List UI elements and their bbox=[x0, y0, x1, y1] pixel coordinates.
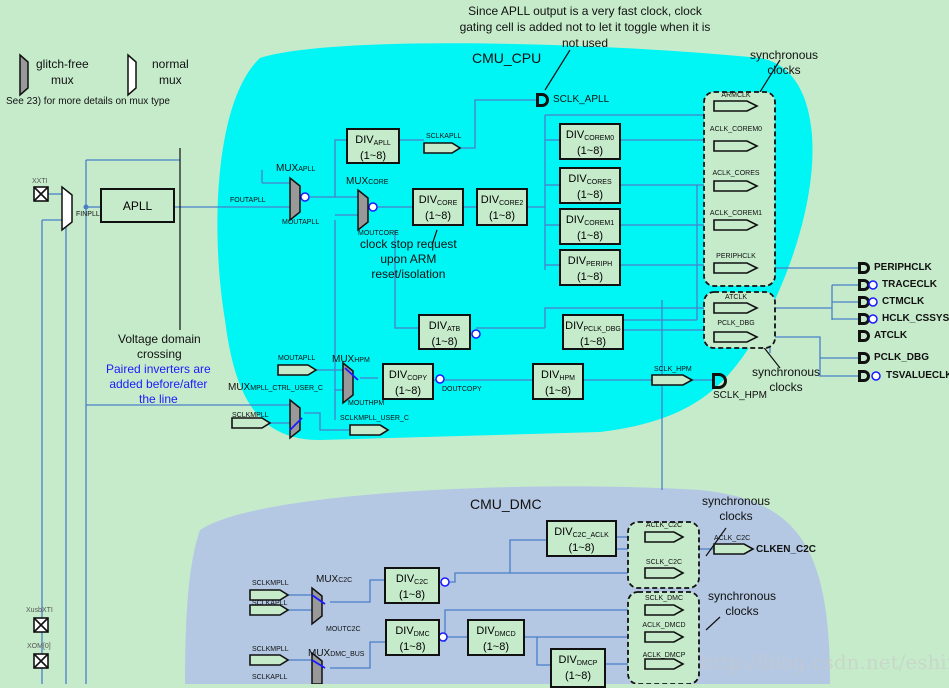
div-corem1-block[interactable]: DIVCOREM1(1~8) bbox=[559, 208, 621, 245]
sclk-hpm-port-label: SCLK_HPM bbox=[654, 366, 692, 373]
dmc-out-port-label: ACLK_C2C bbox=[714, 535, 751, 542]
pad-xusbxti-label: XusbXTI bbox=[26, 607, 53, 614]
mout-c2c-label: MOUTC2C bbox=[326, 626, 361, 633]
port-atclk-label: ATCLK bbox=[724, 294, 748, 301]
div-atb-block[interactable]: DIVATB(1~8) bbox=[418, 314, 471, 350]
dout-copy-label: DOUTCOPY bbox=[442, 386, 482, 393]
mux-apll-label: MUXAPLL bbox=[276, 163, 316, 174]
cmu-dmc-title: CMU_DMC bbox=[470, 496, 542, 512]
gate-shapes bbox=[536, 93, 870, 389]
pad-xxti-label: XXTI bbox=[32, 178, 48, 185]
output-atclk: ATCLK bbox=[874, 330, 908, 341]
output-ctmclk: CTMCLK bbox=[882, 296, 925, 307]
div-apll-block[interactable]: DIVAPLL(1~8) bbox=[346, 128, 400, 164]
mout-core-label: MOUTCORE bbox=[358, 230, 399, 237]
sclk-mpll-user-c-label: SCLKMPLL_USER_C bbox=[340, 415, 409, 422]
sclk-hpm-output: SCLK_HPM bbox=[713, 390, 767, 401]
apll-note: Since APLL output is a very fast clock, … bbox=[459, 4, 711, 50]
div-core-block[interactable]: DIVCORE(1~8) bbox=[412, 188, 464, 226]
mux-c2c-label: MUXC2C bbox=[316, 574, 353, 585]
div-cores-block[interactable]: DIVCORES(1~8) bbox=[559, 167, 621, 204]
mout-hpm-label: MOUTHPM bbox=[348, 400, 385, 407]
port-sclk-dmc-label: SCLK_DMC bbox=[644, 595, 684, 602]
port-aclk-corem1-label: ACLK_COREM1 bbox=[709, 210, 763, 217]
div-dmcp-block[interactable]: DIVDMCP(1~8) bbox=[550, 648, 606, 688]
fout-apll-label: FOUTAPLL bbox=[230, 197, 266, 204]
dmc-bus-sclk-apll-label: SCLKAPLL bbox=[252, 674, 288, 681]
sclk-mpll-label: SCLKMPLL bbox=[232, 412, 269, 419]
cmu-cpu-title: CMU_CPU bbox=[472, 50, 542, 66]
mout-apll-in-label: MOUTAPLL bbox=[278, 355, 316, 362]
div-c2c-aclk-block[interactable]: DIVC2C_ACLK(1~8) bbox=[546, 520, 617, 557]
mux-dmc-bus-label: MUXDMC_BUS bbox=[308, 648, 365, 659]
port-aclk-corem0-label: ACLK_COREM0 bbox=[709, 126, 763, 133]
div-copy-block[interactable]: DIVCOPY(1~8) bbox=[382, 363, 434, 400]
watermark: http://blog.csdn.net/eshing bbox=[700, 650, 949, 674]
div-periph-block[interactable]: DIVPERIPH(1~8) bbox=[559, 249, 621, 286]
output-hclk-cssys: HCLK_CSSYS bbox=[882, 313, 949, 324]
dmc-sclk-mpll-label: SCLKMPLL bbox=[252, 580, 289, 587]
output-periphclk: PERIPHCLK bbox=[874, 262, 932, 273]
port-periphclk-label: PERIPHCLK bbox=[716, 253, 756, 260]
sclk-apll-output: SCLK_APLL bbox=[553, 94, 610, 105]
div-dmc-block[interactable]: DIVDMC(1~8) bbox=[385, 619, 440, 656]
div-corem0-block[interactable]: DIVCOREM0(1~8) bbox=[559, 123, 621, 160]
port-shapes bbox=[231, 100, 759, 670]
mux-hpm-label: MUXHPM bbox=[332, 354, 370, 365]
port-aclk-dmcp-label: ACLK_DMCP bbox=[642, 652, 686, 659]
fin-pll-label: FINPLL bbox=[76, 211, 100, 218]
port-sclk-c2c-label: SCLK_C2C bbox=[645, 559, 683, 566]
div-c2c-block[interactable]: DIVC2C(1~8) bbox=[384, 567, 440, 604]
mux-select-arrows bbox=[289, 367, 359, 669]
port-aclk-dmcd-label: ACLK_DMCD bbox=[642, 622, 686, 629]
port-aclk-cores-label: ACLK_CORES bbox=[712, 170, 760, 177]
div-core2-block[interactable]: DIVCORE2(1~8) bbox=[476, 188, 528, 226]
dmc-sclk-apll-label: SCLKAPLL bbox=[252, 600, 288, 607]
apll-block[interactable]: APLL bbox=[100, 188, 175, 223]
mout-apll-label: MOUTAPLL bbox=[282, 219, 320, 226]
output-pclk-dbg: PCLK_DBG bbox=[874, 352, 930, 363]
sclk-apll-port-label: SCLKAPLL bbox=[426, 133, 462, 140]
output-traceclk: TRACECLK bbox=[882, 279, 937, 290]
pad-xom-label: XOM[0] bbox=[27, 643, 51, 650]
port-pclk-dbg-label: PCLK_DBG bbox=[717, 320, 755, 327]
div-pclk-dbg-block[interactable]: DIVPCLK_DBG(1~8) bbox=[562, 314, 624, 350]
port-aclk-c2c-label: ACLK_C2C bbox=[645, 522, 683, 529]
pad-shapes bbox=[33, 186, 49, 669]
dmc-bus-sclk-mpll-label: SCLKMPLL bbox=[252, 646, 289, 653]
div-hpm-block[interactable]: DIVHPM(1~8) bbox=[532, 363, 584, 400]
output-clken-c2c: CLKEN_C2C bbox=[756, 544, 817, 555]
mux-mpll-ctrl-label: MUXMPLL_CTRL_USER_C bbox=[228, 382, 323, 393]
clock-gate-icons bbox=[300, 192, 881, 642]
legend-note: See 23) for more details on mux type bbox=[6, 96, 170, 107]
mux-core-label: MUXCORE bbox=[346, 176, 389, 187]
div-dmcd-block[interactable]: DIVDMCD(1~8) bbox=[467, 619, 525, 656]
annotation-lines bbox=[179, 49, 781, 631]
port-armclk-label: ARMCLK bbox=[721, 92, 751, 99]
output-tsvalueclk: TSVALUECLK bbox=[886, 370, 949, 381]
